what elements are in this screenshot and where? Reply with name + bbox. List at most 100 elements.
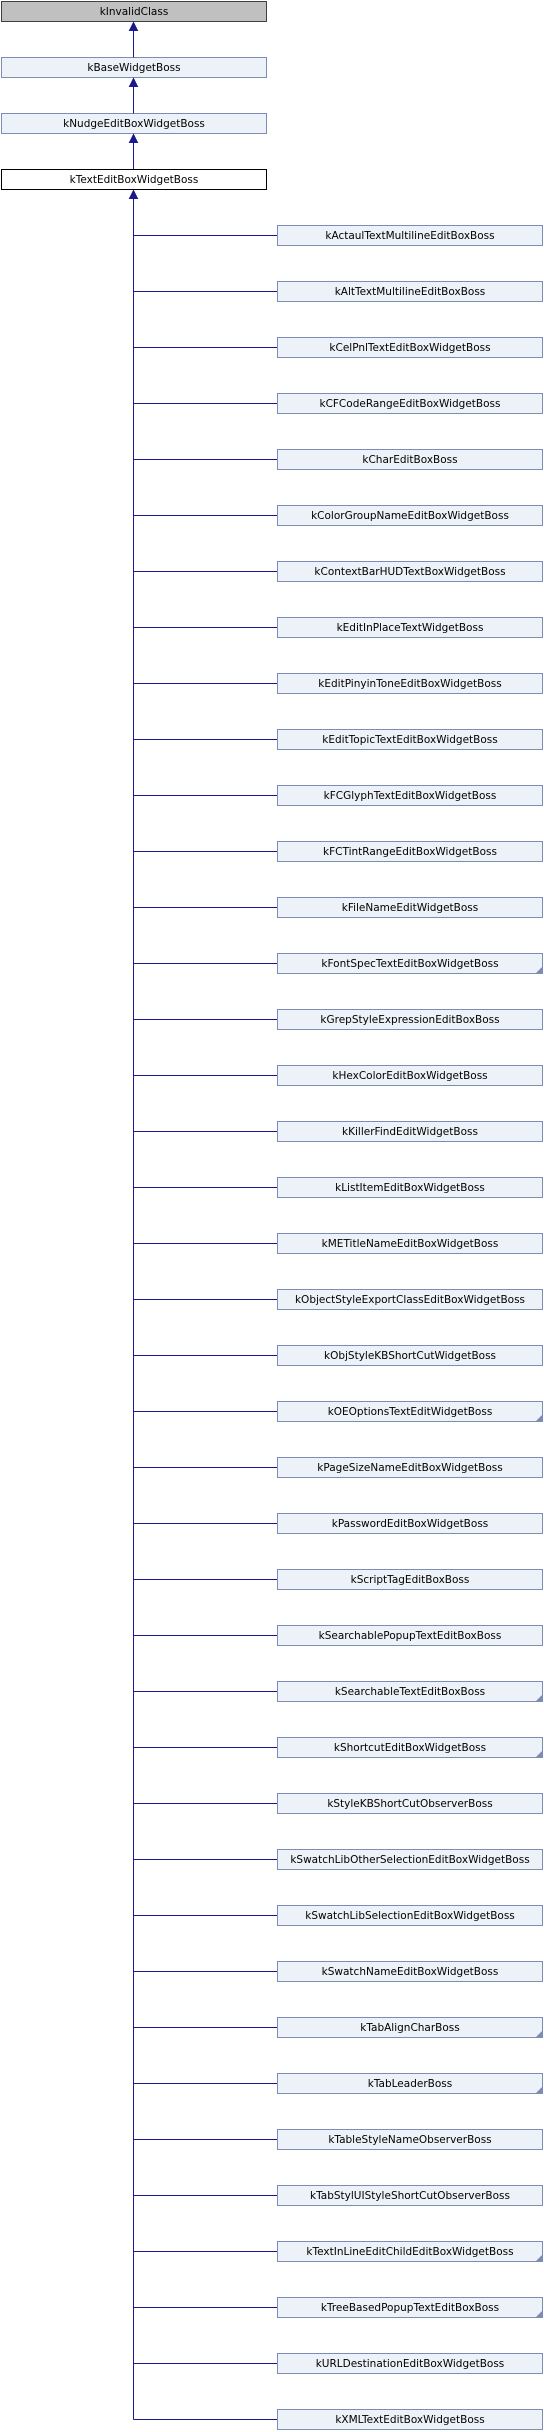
child-node-36-label: kTextInLineEditChildEditBoxWidgetBoss [306,2246,513,2258]
child-node-35[interactable]: kTabStylUIStyleShortCutObserverBoss [277,2185,543,2206]
child-node-0-label: kActaulTextMultilineEditBoxBoss [325,230,494,242]
child-node-5-label: kColorGroupNameEditBoxWidgetBoss [311,510,509,522]
child-node-3-box [277,393,543,414]
child-node-34-box [277,2129,543,2150]
child-node-17-label: kListItemEditBoxWidgetBoss [335,1182,485,1194]
child-node-14[interactable]: kGrepStyleExpressionEditBoxBoss [277,1009,543,1030]
more-children-marker-icon [535,2254,543,2262]
child-node-11[interactable]: kFCTintRangeEditBoxWidgetBoss [277,841,543,862]
child-node-27-box [277,1737,543,1758]
child-node-1[interactable]: kAltTextMultilineEditBoxBoss [277,281,543,302]
child-node-32-label: kTabAlignCharBoss [360,2022,460,2034]
child-node-37[interactable]: kTreeBasedPopupTextEditBoxBoss [277,2297,543,2318]
child-node-10[interactable]: kFCGlyphTextEditBoxWidgetBoss [277,785,543,806]
child-node-0[interactable]: kActaulTextMultilineEditBoxBoss [277,225,543,246]
child-node-38[interactable]: kURLDestinationEditBoxWidgetBoss [277,2353,543,2374]
child-node-19-label: kObjectStyleExportClassEditBoxWidgetBoss [295,1294,525,1306]
child-node-15-label: kHexColorEditBoxWidgetBoss [332,1070,487,1082]
child-node-7[interactable]: kEditInPlaceTextWidgetBoss [277,617,543,638]
child-node-19[interactable]: kObjectStyleExportClassEditBoxWidgetBoss [277,1289,543,1310]
child-node-29[interactable]: kSwatchLibOtherSelectionEditBoxWidgetBos… [277,1849,543,1870]
child-node-36-box [277,2241,543,2262]
child-node-36[interactable]: kTextInLineEditChildEditBoxWidgetBoss [277,2241,543,2262]
child-node-38-box [277,2353,543,2374]
child-node-18-box [277,1233,543,1254]
child-node-33-box [277,2073,543,2094]
more-children-marker-icon [535,1694,543,1702]
child-node-32[interactable]: kTabAlignCharBoss [277,2017,543,2038]
current-class-node-box [1,169,267,190]
child-node-17[interactable]: kListItemEditBoxWidgetBoss [277,1177,543,1198]
child-node-29-box [277,1849,543,1870]
child-node-8-label: kEditPinyinToneEditBoxWidgetBoss [318,678,501,690]
child-node-11-label: kFCTintRangeEditBoxWidgetBoss [323,846,497,858]
inheritance-arrow-icon [128,133,139,143]
child-node-16-box [277,1121,543,1142]
more-children-marker-icon [535,1414,543,1422]
child-node-12-box [277,897,543,918]
child-node-6[interactable]: kContextBarHUDTextBoxWidgetBoss [277,561,543,582]
child-node-17-box [277,1177,543,1198]
child-node-34-label: kTableStyleNameObserverBoss [328,2134,491,2146]
child-node-9[interactable]: kEditTopicTextEditBoxWidgetBoss [277,729,543,750]
more-children-marker-icon [535,2310,543,2318]
ancestor-node-1[interactable]: kBaseWidgetBoss [1,57,267,78]
child-node-27[interactable]: kShortcutEditBoxWidgetBoss [277,1737,543,1758]
child-node-33[interactable]: kTabLeaderBoss [277,2073,543,2094]
child-node-2-box [277,337,543,358]
child-node-28[interactable]: kStyleKBShortCutObserverBoss [277,1793,543,1814]
child-node-30-label: kSwatchLibSelectionEditBoxWidgetBoss [305,1910,515,1922]
child-node-6-label: kContextBarHUDTextBoxWidgetBoss [314,566,505,578]
child-node-25[interactable]: kSearchablePopupTextEditBoxBoss [277,1625,543,1646]
child-node-31[interactable]: kSwatchNameEditBoxWidgetBoss [277,1961,543,1982]
child-node-20-box [277,1345,543,1366]
child-node-30[interactable]: kSwatchLibSelectionEditBoxWidgetBoss [277,1905,543,1926]
child-node-20[interactable]: kObjStyleKBShortCutWidgetBoss [277,1345,543,1366]
child-node-14-label: kGrepStyleExpressionEditBoxBoss [320,1014,499,1026]
current-class-node: kTextEditBoxWidgetBoss [1,169,267,190]
child-node-9-label: kEditTopicTextEditBoxWidgetBoss [322,734,497,746]
child-node-34[interactable]: kTableStyleNameObserverBoss [277,2129,543,2150]
ancestor-node-1-label: kBaseWidgetBoss [87,62,180,74]
child-node-30-box [277,1905,543,1926]
inheritance-arrow-icon [128,21,139,31]
child-node-12-label: kFileNameEditWidgetBoss [342,902,479,914]
child-node-13[interactable]: kFontSpecTextEditBoxWidgetBoss [277,953,543,974]
child-node-10-box [277,785,543,806]
current-class-node-label: kTextEditBoxWidgetBoss [70,174,199,186]
child-node-27-label: kShortcutEditBoxWidgetBoss [334,1742,486,1754]
child-node-12[interactable]: kFileNameEditWidgetBoss [277,897,543,918]
child-node-5[interactable]: kColorGroupNameEditBoxWidgetBoss [277,505,543,526]
child-node-11-box [277,841,543,862]
child-node-5-box [277,505,543,526]
child-node-26[interactable]: kSearchableTextEditBoxBoss [277,1681,543,1702]
child-node-22-label: kPageSizeNameEditBoxWidgetBoss [317,1462,502,1474]
child-node-23[interactable]: kPasswordEditBoxWidgetBoss [277,1513,543,1534]
child-node-0-box [277,225,543,246]
child-node-16[interactable]: kKillerFindEditWidgetBoss [277,1121,543,1142]
child-node-4-box [277,449,543,470]
ancestor-node-0-label: kInvalidClass [100,6,169,18]
child-node-15[interactable]: kHexColorEditBoxWidgetBoss [277,1065,543,1086]
child-node-8[interactable]: kEditPinyinToneEditBoxWidgetBoss [277,673,543,694]
ancestor-node-2[interactable]: kNudgeEditBoxWidgetBoss [1,113,267,134]
ancestor-node-0-box [1,1,267,22]
child-node-3[interactable]: kCFCodeRangeEditBoxWidgetBoss [277,393,543,414]
child-node-13-label: kFontSpecTextEditBoxWidgetBoss [321,958,498,970]
child-node-32-box [277,2017,543,2038]
child-node-21[interactable]: kOEOptionsTextEditWidgetBoss [277,1401,543,1422]
child-node-31-label: kSwatchNameEditBoxWidgetBoss [322,1966,499,1978]
child-node-7-label: kEditInPlaceTextWidgetBoss [337,622,484,634]
child-node-39[interactable]: kXMLTextEditBoxWidgetBoss [277,2409,543,2430]
inheritance-arrow-icon [128,189,139,199]
child-node-25-box [277,1625,543,1646]
child-node-24[interactable]: kScriptTagEditBoxBoss [277,1569,543,1590]
child-node-25-label: kSearchablePopupTextEditBoxBoss [319,1630,502,1642]
child-node-18[interactable]: kMETitleNameEditBoxWidgetBoss [277,1233,543,1254]
child-node-2[interactable]: kCelPnlTextEditBoxWidgetBoss [277,337,543,358]
child-node-9-box [277,729,543,750]
child-node-22[interactable]: kPageSizeNameEditBoxWidgetBoss [277,1457,543,1478]
child-node-4[interactable]: kCharEditBoxBoss [277,449,543,470]
child-node-1-box [277,281,543,302]
